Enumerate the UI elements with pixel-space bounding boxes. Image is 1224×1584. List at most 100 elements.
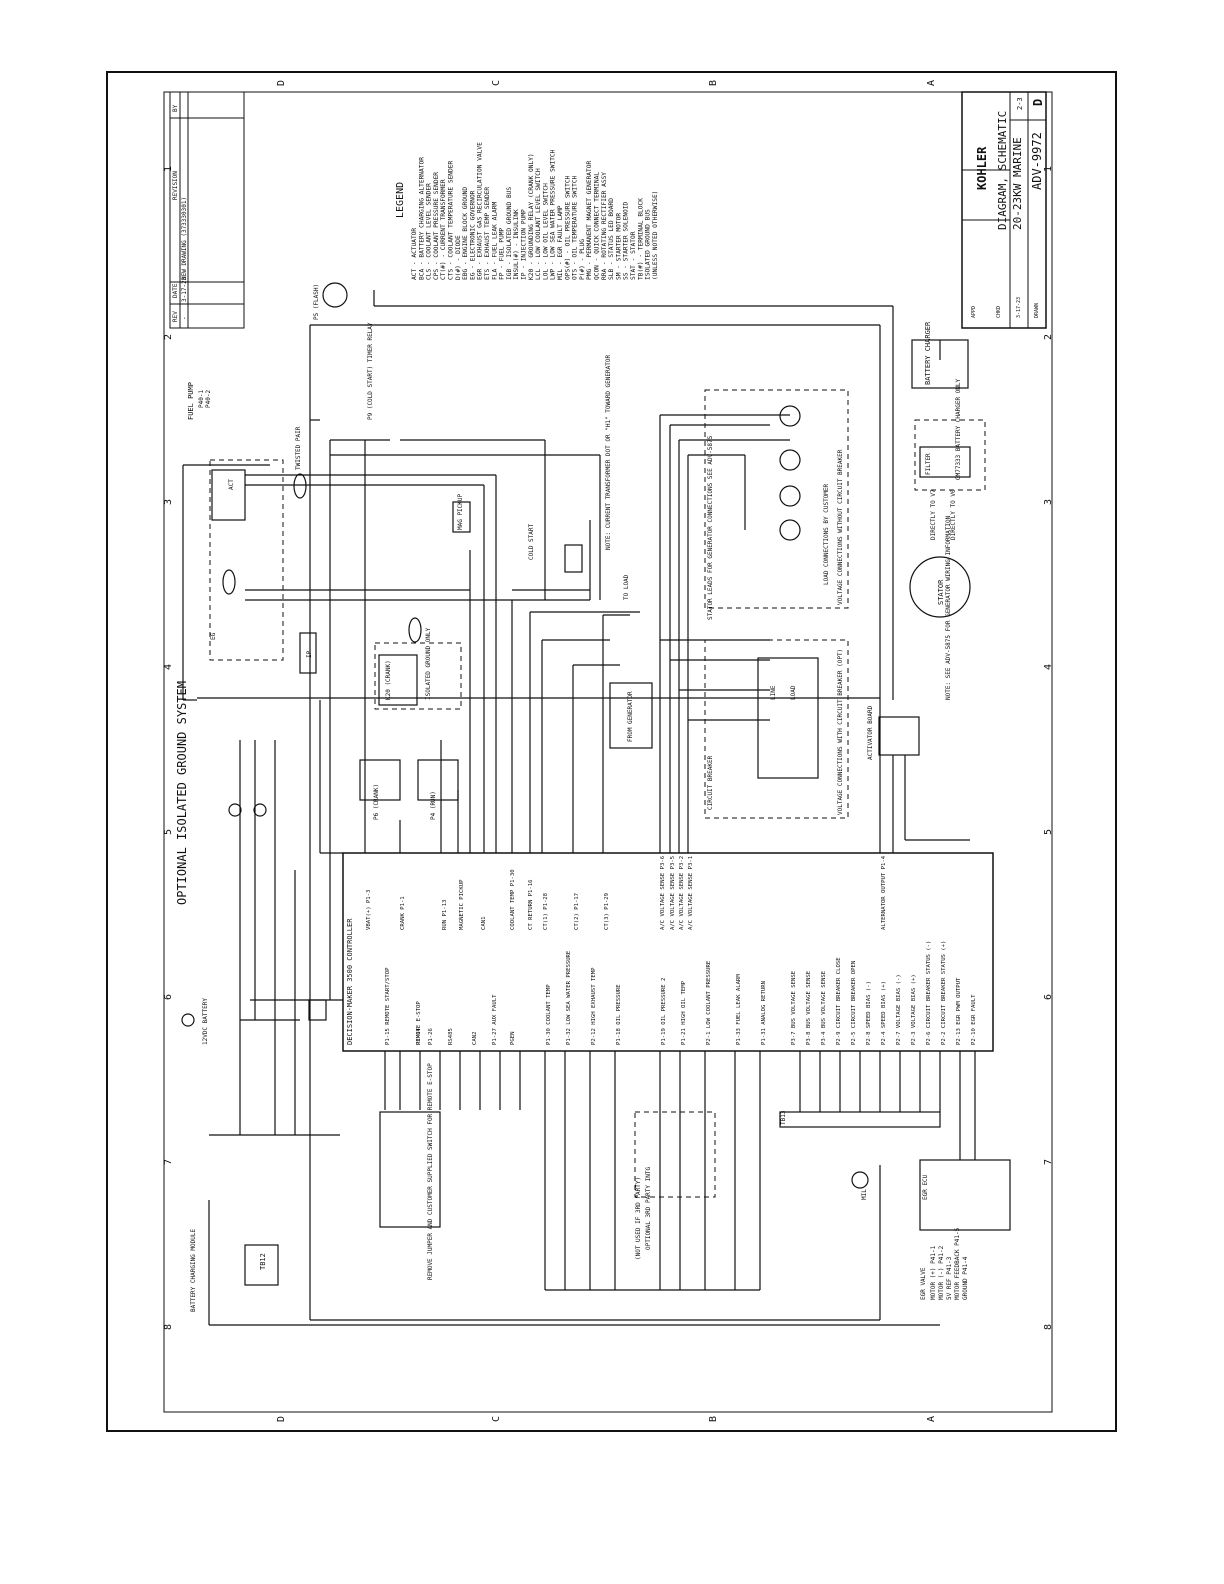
controller-top-pin: A/C VOLTAGE SENSE P3-1 [688,856,694,930]
controller-top-pin: CAN1 [481,917,487,930]
zone-number-left: 3 [163,499,174,505]
zone-number-right: 6 [1043,994,1054,1000]
controller-top-pin: RUN P1-13 [442,900,448,930]
stator-note-label: NOTE: SEE ADV-5875 FOR GENERATOR WIRING … [945,515,952,700]
battery-charger-label: BATTERY CHARGER [924,321,932,385]
controller-top-pin: VBAT(+) P1-3 [366,890,372,930]
egr-ecu-label: EGR ECU [922,1174,929,1200]
rev-header-date: DATE [172,283,179,298]
zone-number-right: 2 [1043,334,1054,340]
zone-number-right: 4 [1043,664,1054,670]
zone-number-right: 3 [1043,499,1054,505]
controller-name: DECISION-MAKER 3500 CONTROLLER [346,918,354,1045]
legend-item: FLA - FUEL LEAK ALARM [491,201,498,280]
legend-item: LOL - LOW OIL LEVEL SWITCH [542,183,549,280]
rev-row-date: 3-17-23 [181,276,188,302]
legend-item: QCON - QUICK CONNECT TERMINAL [594,172,601,280]
gm-charger-label: GM77333 BATTERY CHARGER ONLY [955,378,962,480]
controller-top-pin: CT(2) P1-17 [574,893,580,930]
directly-v7-label: DIRECTLY TO V7 [930,489,937,540]
legend-item: P(#) - PLUG [579,239,586,280]
controller-bottom-pin: RS485 [448,1028,454,1045]
zone-number-right: 1 [1043,166,1054,172]
controller-top-pin: ALTERNATOR OUTPUT P1-4 [881,855,887,930]
zone-letter-top: B [708,80,719,86]
component-shapes [181,282,1011,1286]
fuel-pump-pin-2: P40-2 [205,390,212,408]
sheet-size: D [1031,99,1045,106]
controller-bottom-pin: P2-12 HIGH EXHAUST TEMP [591,967,597,1045]
mil-label: MIL [861,1189,868,1200]
k20-crank-label: K20 (CRANK) [385,660,392,700]
drawing-frame [106,71,1117,1432]
legend-item: LCL - LOW COOLANT LEVEL SWITCH [535,168,542,280]
controller-bottom-pin: P2-7 VOLTAGE BIAS (-) [896,974,902,1045]
legend-item: D(#) - DIODE [455,235,462,280]
zone-number-left: 8 [163,1324,174,1330]
controller-top-pin: MAGNETIC PICKUP [459,879,465,930]
company-logo-text: KOHLER [975,146,989,190]
circuit-breaker-label: CIRCUIT BREAKER [707,755,714,810]
title-drawn: DRAWN [1034,303,1040,318]
legend-item: ETS - EXHAUST TEMP SENDER [484,187,491,280]
controller-bottom-pin: P2-3 VOLTAGE BIAS (+) [911,974,917,1045]
legend-item: SM - STARTER MOTOR [615,213,622,280]
legend-item: OTS - OIL TEMPERATURE SWITCH [572,175,579,280]
legend-item: LWP - LOW SEA WATER PRESSURE SWITCH [550,149,557,280]
load-label: LOAD [790,685,797,700]
zone-letter-bottom: C [491,1416,502,1422]
fuel-pump-pin-1: P40-1 [198,390,205,408]
controller-box: DECISION-MAKER 3500 CONTROLLER VBAT(+) P… [342,852,994,1052]
egr-valve-pin: GROUND P41-4 [962,1256,969,1300]
legend-item: K20 - GROUNDING RELAY (CRANK ONLY) [528,153,535,280]
zone-letter-top: C [491,80,502,86]
title-line-2: 20-23KW MARINE [1011,137,1024,230]
stator-leads-label: STATOR LEADS FOR GENERATOR CONNECTIONS S… [707,435,714,620]
controller-bottom-pin: P2-9 CIRCUIT BREAKER CLOSE [836,957,842,1045]
rev-header-rev: REV [172,311,179,322]
zone-number-left: 1 [163,166,174,172]
cold-start-label: COLD START [528,523,535,560]
battery-label: 12VDC BATTERY [202,998,209,1045]
title-approved: APPD [971,306,977,318]
zone-letter-bottom: B [708,1416,719,1422]
load-by-customer-label: LOAD CONNECTIONS BY CUSTOMER [823,483,830,585]
revision-block: REV DATE REVISION BY - 3-17-23 NEW DRAWI… [169,91,245,329]
controller-bottom-pin: REMOTE E-STOP [416,1001,422,1045]
controller-bottom-pin: P2-13 EGR PWM OUTPUT [956,977,962,1045]
legend-item: INSUL(#) - INSULINK [513,209,520,280]
stator-label: STATOR [937,579,945,605]
egr-valve-pin: MOTOR (+) P41-1 [930,1245,937,1300]
line-label: LINE [770,685,777,700]
controller-bottom-pin: P1-21 HIGH OIL TEMP [681,980,687,1045]
controller-bottom-pin: P2-8 SPEED BIAS (-) [866,981,872,1045]
legend-item: SS - STARTER SOLENOID [623,201,630,280]
timer-relay-label: P9 (COLD START) TIMER RELAY [367,322,374,420]
filter-label: FILTER [925,453,932,475]
legend-item: FP - FUEL PUMP [499,228,506,280]
legend-item: EG - ELECTRONIC GOVERNOR [469,190,476,280]
controller-bottom-pin: P1-15 REMOTE START/STOP [385,967,391,1045]
zone-letter-top: D [276,80,287,86]
controller-bottom-pin: P2-6 CIRCUIT BREAKER STATUS (-) [926,941,932,1045]
legend-item: OPS(#) - OIL PRESSURE SWITCH [564,175,571,280]
legend-item: ISOLATED GROUND BUS [645,209,652,280]
legend-item: (UNLESS NOTED OTHERWISE) [652,191,659,280]
controller-top-pin: CT RETURN P1-16 [528,879,534,930]
egr-valve-pin: MOTOR (-) P41-2 [938,1245,945,1300]
drawing-number: ADV-9972 [1030,132,1044,190]
legend-item: CPS - COOLANT PRESSURE SENDER [433,172,440,280]
legend-item: IGB - ISOLATED GROUND BUS [506,187,513,280]
fuel-pump-label: FUEL PUMP [187,382,195,420]
controller-top-pin: A/C VOLTAGE SENSE P3-2 [679,856,685,930]
legend-item: TB(#) - TERMINAL BLOCK [637,198,644,280]
egr-valve-label: EGR VALVE [920,1267,927,1300]
legend-item: BCA - BATTERY CHARGING ALTERNATOR [418,157,425,280]
ct-note-label: NOTE: CURRENT TRANSFORMER DOT OR "H1" TO… [605,355,612,550]
legend-item: MIL - EGR FAULT LAMP [557,205,564,280]
controller-bottom-pin: P2-5 CIRCUIT BREAKER OPEN [851,961,857,1045]
activator-board-label: ACTIVATOR BOARD [867,705,874,760]
zone-number-right: 7 [1043,1159,1054,1165]
